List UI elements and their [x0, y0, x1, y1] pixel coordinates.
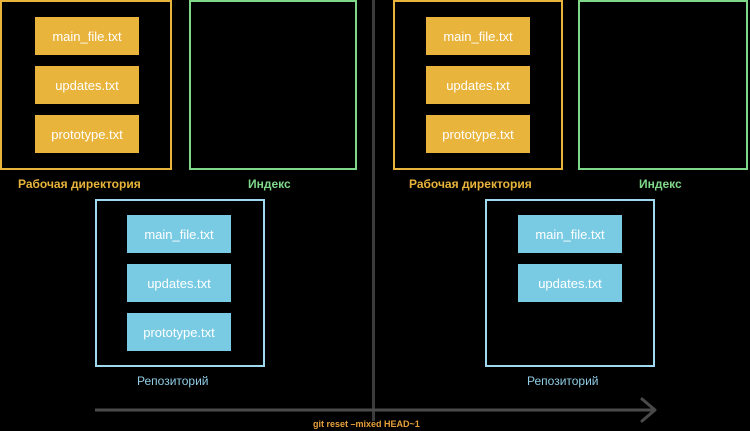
repository-label: Репозиторий — [137, 374, 209, 388]
left-index-box — [189, 0, 357, 170]
file-item: updates.txt — [35, 66, 139, 104]
left-working-dir-box — [0, 0, 172, 170]
file-item: prototype.txt — [426, 115, 530, 153]
file-item: main_file.txt — [127, 215, 231, 253]
arrow-right-icon — [95, 397, 657, 423]
working-dir-label: Рабочая директория — [18, 177, 141, 191]
file-item: updates.txt — [426, 66, 530, 104]
file-item: main_file.txt — [426, 17, 530, 55]
right-index-box — [578, 0, 748, 170]
left-repository-box — [95, 199, 265, 367]
index-label: Индекс — [639, 177, 682, 191]
file-item: main_file.txt — [35, 17, 139, 55]
working-dir-label: Рабочая директория — [409, 177, 532, 191]
repository-label: Репозиторий — [527, 374, 599, 388]
file-item: prototype.txt — [127, 313, 231, 351]
index-label: Индекс — [248, 177, 291, 191]
git-command-label: git reset –mixed HEAD~1 — [313, 419, 420, 429]
file-item: updates.txt — [127, 264, 231, 302]
file-item: main_file.txt — [518, 215, 622, 253]
right-repository-box — [485, 199, 655, 367]
panel-divider — [372, 0, 375, 421]
file-item: prototype.txt — [35, 115, 139, 153]
right-working-dir-box — [393, 0, 563, 170]
file-item: updates.txt — [518, 264, 622, 302]
